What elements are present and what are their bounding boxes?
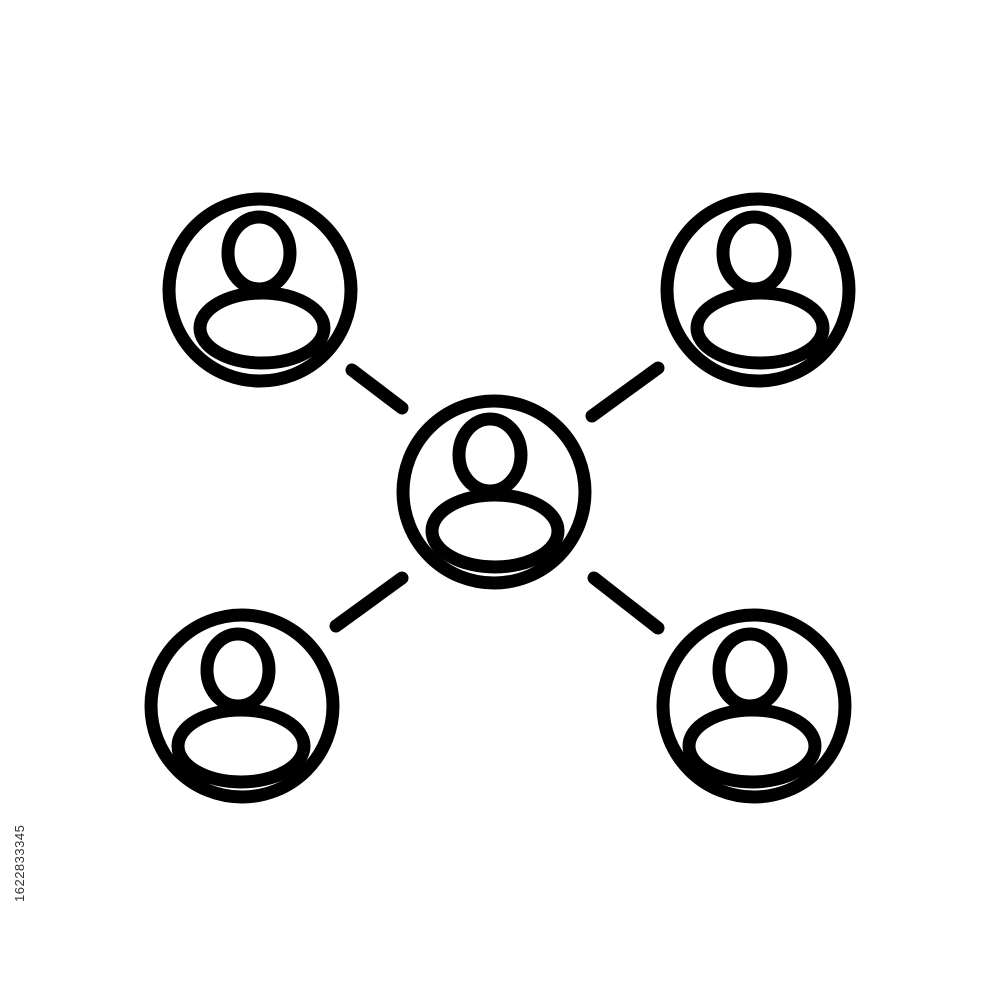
connector-top-right [585,361,665,423]
user-icon-center [396,394,592,590]
connector-bottom-left [329,571,409,633]
user-icon-top-left [162,192,358,388]
user-icon-bottom-left [144,608,340,804]
connector-bottom-right [587,571,665,635]
stock-image-id: 1622833345 [12,824,27,902]
user-icon-top-right [660,192,856,388]
connector-top-left [345,363,409,415]
icon-strokes [144,192,856,804]
user-icon-bottom-right [656,608,852,804]
